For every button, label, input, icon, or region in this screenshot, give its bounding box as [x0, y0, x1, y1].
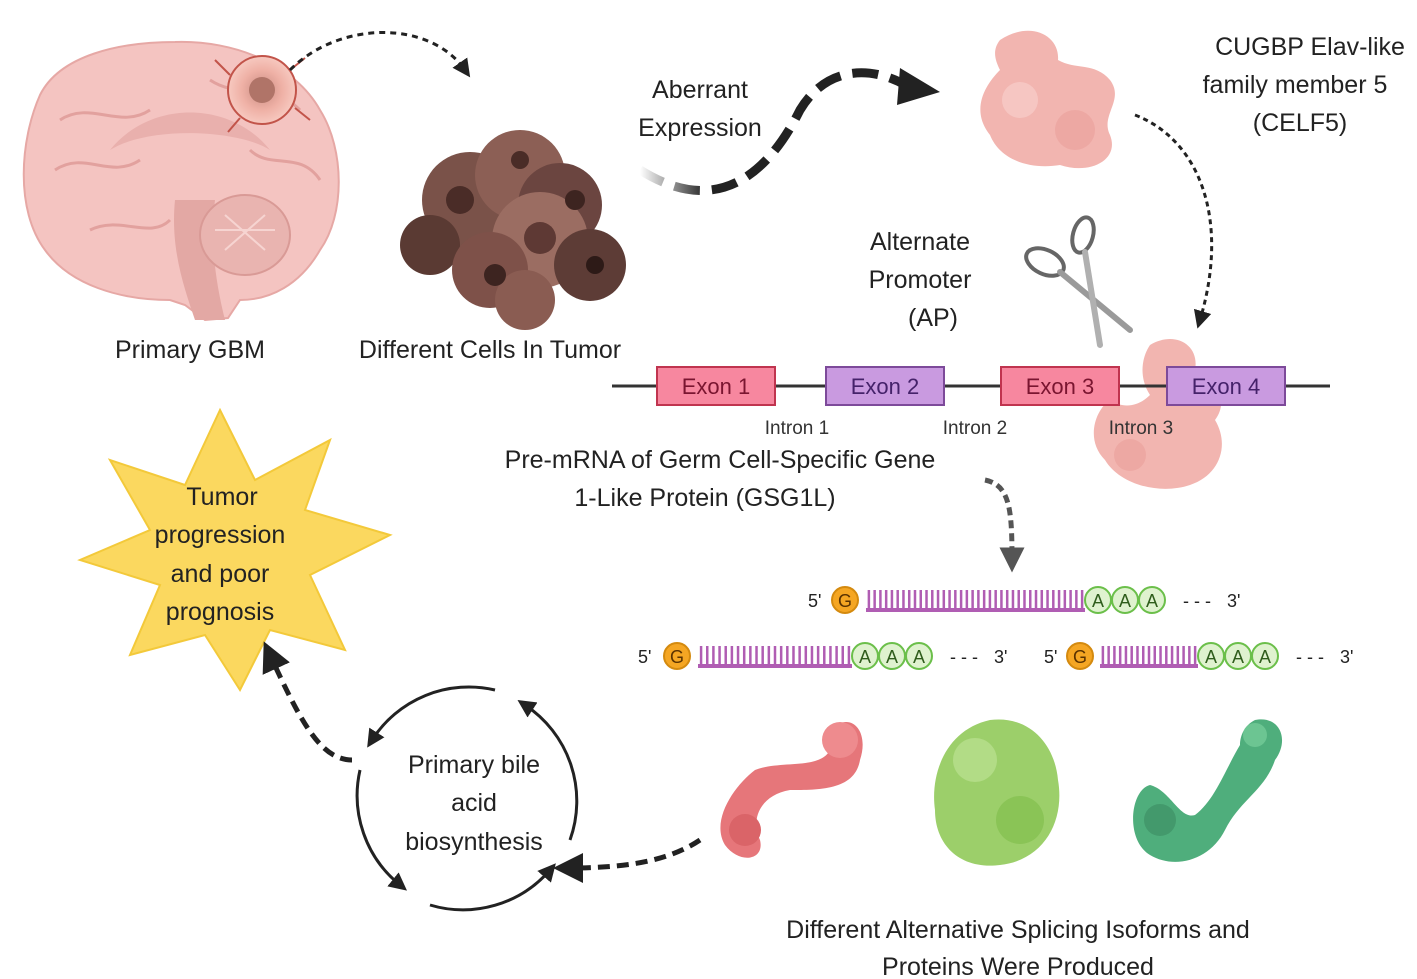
celf5-label-line2: family member 5 — [1203, 71, 1388, 99]
five-prime-label: 5' — [638, 647, 651, 667]
alt-promoter-line3: (AP) — [908, 304, 958, 332]
polya-label: A — [1119, 591, 1131, 611]
cap-circle — [663, 642, 691, 670]
cap-circle — [1066, 642, 1094, 670]
arrow-brain-to-cells — [288, 31, 471, 78]
protein-isoform-darkgreen — [1133, 719, 1283, 862]
celf5-protein-illustration — [980, 30, 1115, 169]
five-prime-label: 5' — [1044, 647, 1057, 667]
polya-label: A — [1205, 647, 1217, 667]
isoforms-caption-line1: Different Alternative Splicing Isoforms … — [786, 916, 1250, 944]
arrow-proteins-to-cycle — [553, 837, 702, 883]
celf5-label-line1: CUGBP Elav-like — [1215, 33, 1405, 61]
exon-1-label: Exon 1 — [682, 374, 751, 399]
bile-acid-line3: biosynthesis — [405, 828, 543, 856]
protein-isoform-lightgreen — [934, 719, 1060, 866]
premrna-label-line2: 1-Like Protein (GSG1L) — [574, 484, 835, 512]
tail-dashes: - - - — [950, 647, 978, 667]
star-label-line4: prognosis — [166, 598, 274, 626]
three-prime-label: 3' — [1227, 591, 1240, 611]
tail-dashes: - - - — [1183, 591, 1211, 611]
cells-caption: Different Cells In Tumor — [359, 336, 621, 364]
polya-label: A — [859, 647, 871, 667]
tumor-cells-illustration — [400, 130, 626, 330]
five-prime-label: 5' — [808, 591, 821, 611]
exon-3-label: Exon 3 — [1026, 374, 1095, 399]
polya-label: A — [1232, 647, 1244, 667]
star-label-line3: and poor — [171, 560, 270, 588]
exon-3: Exon 3 — [1000, 366, 1120, 406]
three-prime-label: 3' — [1340, 647, 1353, 667]
star-label-line2: progression — [155, 521, 286, 549]
polya-circle — [1138, 586, 1166, 614]
exon-2-label: Exon 2 — [851, 374, 920, 399]
intron-2-label: Intron 2 — [943, 418, 1007, 439]
brain-illustration — [22, 40, 340, 322]
exon-4-label: Exon 4 — [1192, 374, 1261, 399]
arrow-premrna-to-mrna — [984, 477, 1025, 573]
arrow-aberrant-head — [897, 68, 940, 105]
cap-label: G — [1073, 647, 1087, 667]
arrow-cycle-to-star — [262, 641, 353, 763]
alt-promoter-line2: Promoter — [869, 266, 972, 294]
polya-label: A — [886, 647, 898, 667]
celf5-bound-protein-illustration — [1093, 339, 1222, 489]
polya-label: A — [1092, 591, 1104, 611]
bile-acid-cycle — [355, 685, 579, 912]
tail-dashes: - - - — [1296, 647, 1324, 667]
aberrant-label-line2: Expression — [638, 114, 762, 142]
polya-label: A — [1259, 647, 1271, 667]
exon-2: Exon 2 — [825, 366, 945, 406]
polya-circle — [1251, 642, 1279, 670]
scissors-icon — [1024, 215, 1133, 348]
bile-acid-line1: Primary bile — [408, 751, 540, 779]
protein-isoform-red — [720, 721, 863, 858]
isoforms-caption-line2: Proteins Were Produced — [882, 953, 1154, 979]
polya-circle — [905, 642, 933, 670]
arrow-aberrant-expression — [637, 68, 908, 195]
celf5-label-line3: (CELF5) — [1253, 109, 1347, 137]
exon-1: Exon 1 — [656, 366, 776, 406]
three-prime-label: 3' — [994, 647, 1007, 667]
brain-caption: Primary GBM — [115, 336, 265, 364]
alt-promoter-line1: Alternate — [870, 228, 970, 256]
arrow-celf5-to-exon4 — [1134, 113, 1214, 329]
exon-4: Exon 4 — [1166, 366, 1286, 406]
intron-1-label: Intron 1 — [765, 418, 829, 439]
outcome-star: Tumor progression and poor prognosis — [77, 407, 393, 693]
intron-3-label: Intron 3 — [1109, 418, 1173, 439]
premrna-label-line1: Pre-mRNA of Germ Cell-Specific Gene — [505, 446, 936, 474]
star-label-line1: Tumor — [186, 483, 257, 511]
cap-label: G — [838, 591, 852, 611]
polya-label: A — [1146, 591, 1158, 611]
bile-acid-line2: acid — [451, 789, 497, 817]
aberrant-label-line1: Aberrant — [652, 76, 748, 104]
cap-label: G — [670, 647, 684, 667]
cap-circle — [831, 586, 859, 614]
polya-label: A — [913, 647, 925, 667]
